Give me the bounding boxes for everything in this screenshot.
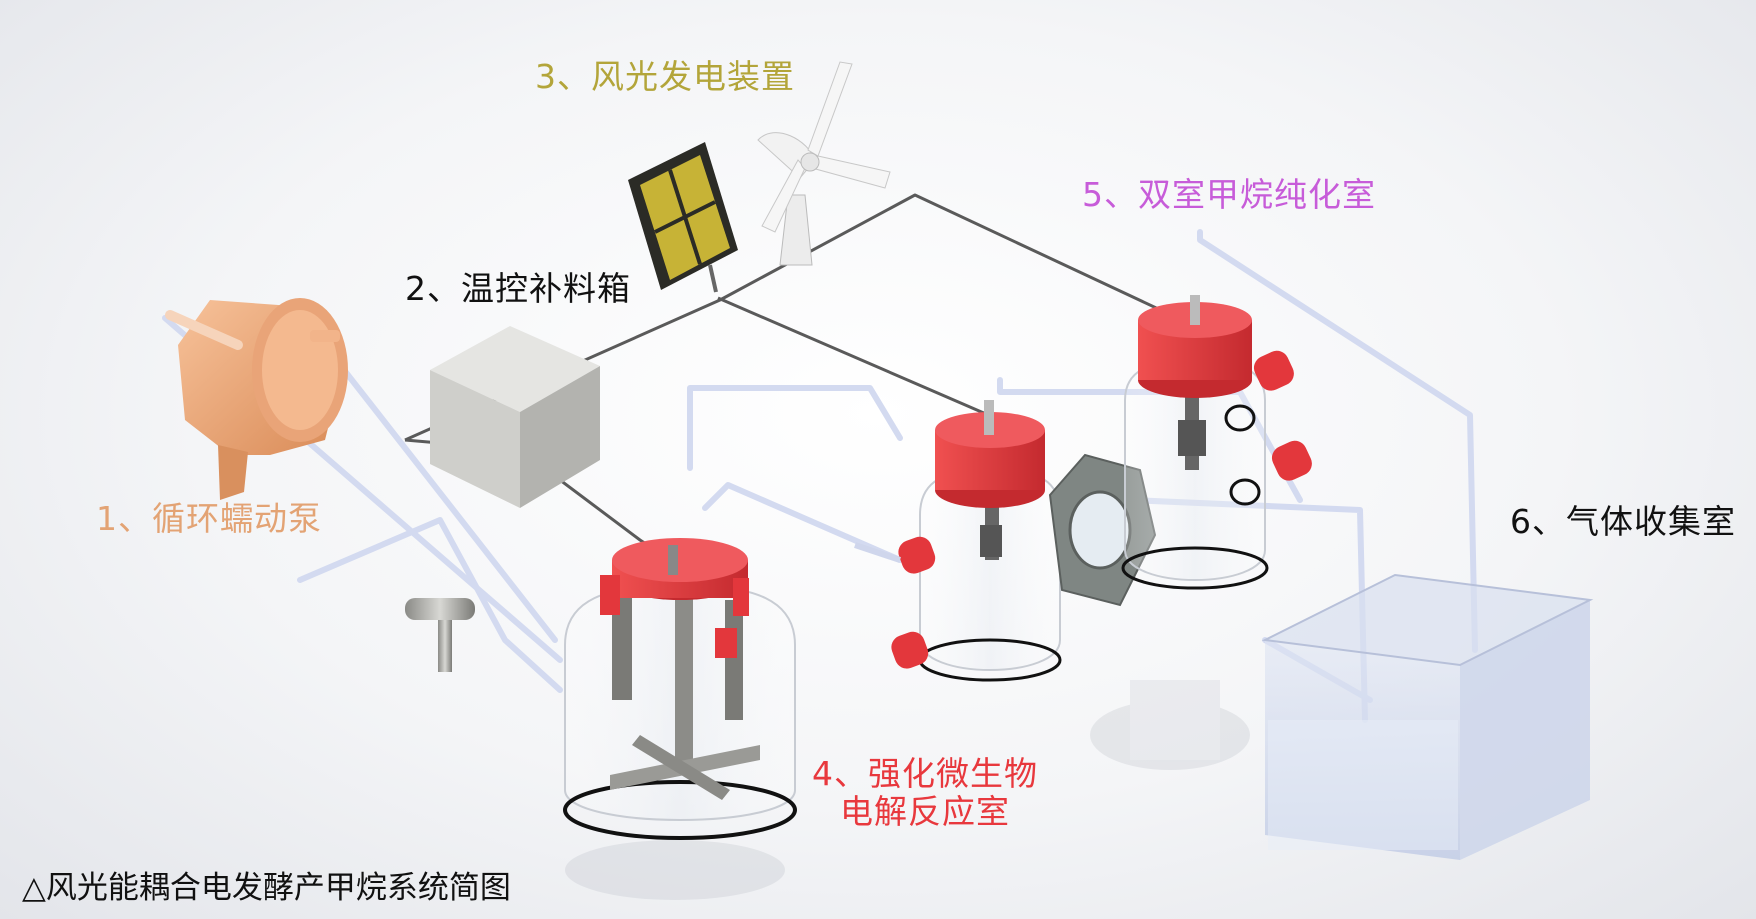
gas-tank-icon (1261, 573, 1594, 860)
label-wind-solar-device: 3、风光发电装置 (535, 57, 795, 96)
label-reactor: 4、强化微生物 电解反应室 (812, 755, 1038, 831)
supply-box-icon (430, 326, 600, 508)
label-purifier: 5、双室甲烷纯化室 (1082, 175, 1376, 214)
label-peristaltic-pump: 1、循环蠕动泵 (96, 499, 322, 538)
figure-caption: △风光能耦合电发酵产甲烷系统简图 (22, 870, 511, 906)
label-supply-box: 2、温控补料箱 (405, 269, 631, 308)
purifier-vessel-icon (1121, 295, 1312, 590)
wind-turbine-icon (757, 61, 891, 266)
label-reactor-line2: 电解反应室 (840, 791, 1010, 831)
reactor-vessel-icon (563, 538, 797, 840)
peristaltic-pump-icon (165, 298, 348, 500)
stand-icon (405, 598, 475, 672)
label-reactor-line1: 4、强化微生物 (812, 754, 1038, 793)
label-gas-collector: 6、气体收集室 (1510, 502, 1736, 541)
solar-panel-icon (628, 142, 738, 293)
reactor-vessel-icon (854, 400, 1062, 682)
